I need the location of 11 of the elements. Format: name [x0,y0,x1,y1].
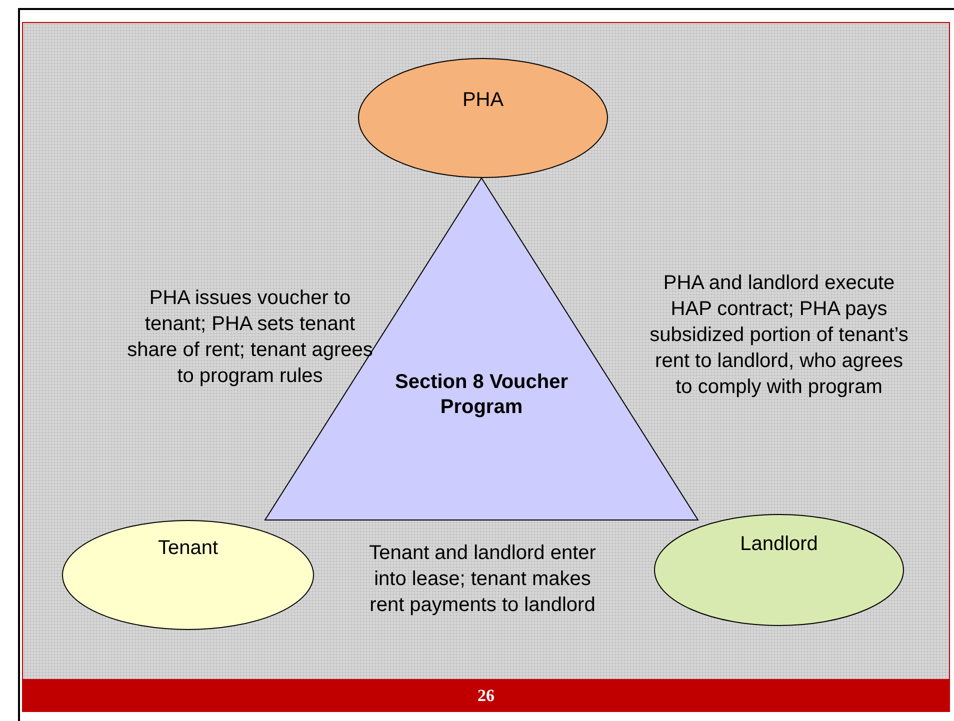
ellipse-node [654,514,904,626]
annotation-text: Tenant and landlord enter into lease; tenant makes rent payments to landlord [368,541,597,618]
ellipse-node [358,58,608,178]
node-label: Tenant [158,536,218,561]
node-label: Landlord [740,532,818,557]
node-label: PHA [462,88,504,113]
annotation-text: PHA and landlord execute HAP contract; PHA pays subsidized portion of tenant’s rent to landlord, who agrees to comply with program [648,271,910,400]
ellipse-node [62,520,314,630]
page-number: 26 [478,686,494,706]
annotation-text: PHA issues voucher to tenant; PHA sets tenant share of rent; tenant agrees to program rules [126,286,374,389]
node-label: Section 8 Voucher Program [394,370,569,420]
